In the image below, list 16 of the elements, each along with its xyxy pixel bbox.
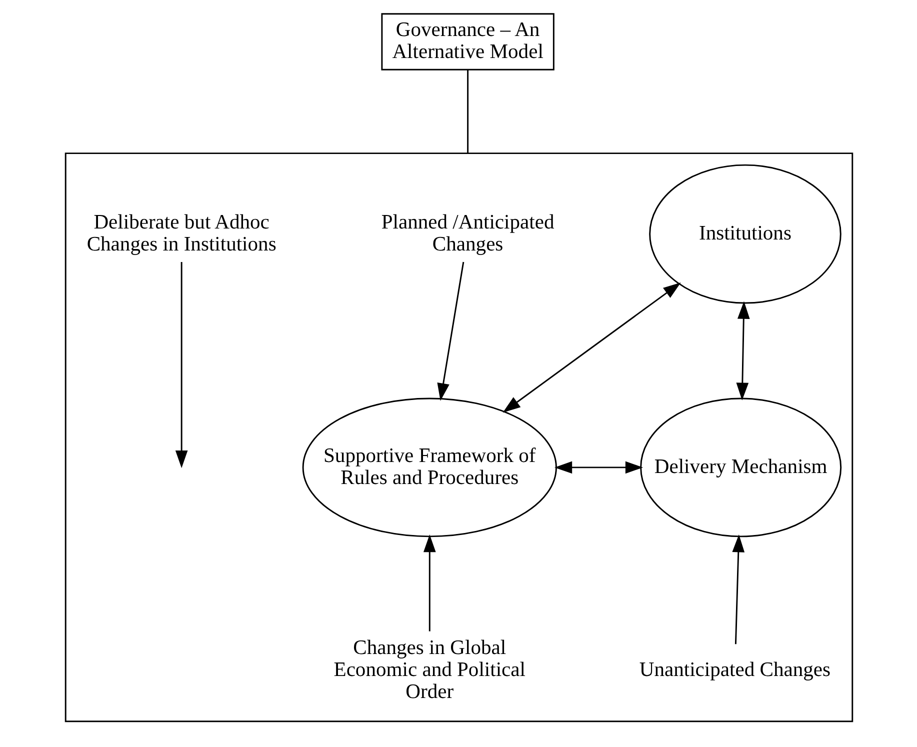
arrow: [174, 262, 188, 468]
node-text: Deliberate but Adhoc Changes in Institutions: [86, 211, 276, 256]
cluster: [64, 152, 853, 722]
arrow: [436, 262, 464, 401]
node-box: Governance – An Alternative Model: [380, 13, 554, 70]
arrow: [502, 282, 680, 413]
node-text: Changes in Global Economic and Political Order: [333, 637, 526, 704]
node-text: Unanticipated Changes: [638, 659, 830, 682]
arrow: [554, 461, 643, 474]
node-text: Planned /Anticipated Changes: [380, 211, 554, 256]
arrow: [422, 534, 436, 632]
arrow: [732, 534, 744, 644]
arrow: [736, 301, 750, 400]
connector: [466, 70, 468, 154]
node-ellipse: Institutions: [648, 164, 841, 304]
node-ellipse: Delivery Mechanism: [640, 398, 842, 538]
